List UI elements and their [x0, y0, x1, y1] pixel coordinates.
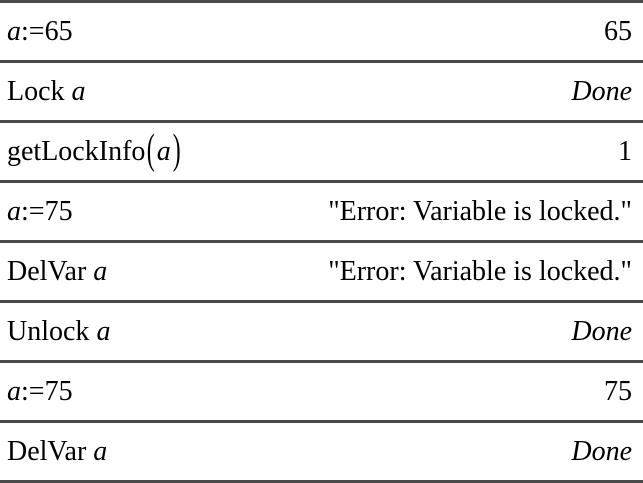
expression-segment: DelVar: [7, 255, 94, 287]
expression-segment: :=65: [21, 15, 73, 47]
history-row[interactable]: getLockInfo(a) 1: [0, 123, 643, 183]
history-row[interactable]: Lock a Done: [0, 63, 643, 123]
result-text: Done: [571, 435, 632, 467]
result-text: "Error: Variable is locked.": [328, 195, 632, 227]
history-row[interactable]: a:=65 65: [0, 3, 643, 63]
row-result-value[interactable]: 75: [604, 375, 632, 407]
expression-segment: :=75: [21, 195, 73, 227]
expression-segment: getLockInfo: [7, 135, 146, 167]
paren-glyph: (: [147, 126, 156, 173]
row-input-expression[interactable]: a:=75: [7, 195, 73, 227]
paren-glyph: ): [172, 126, 181, 173]
row-input-expression[interactable]: a:=65: [7, 15, 73, 47]
result-text: 65: [604, 15, 632, 47]
expression-segment: a: [7, 375, 21, 407]
row-result-value[interactable]: "Error: Variable is locked.": [328, 195, 632, 227]
history-row[interactable]: DelVar a "Error: Variable is locked.": [0, 243, 643, 303]
row-result-value[interactable]: Done: [571, 75, 632, 107]
expression-segment: a: [96, 315, 111, 347]
expression-segment: a: [93, 255, 108, 287]
result-text: Done: [571, 75, 632, 107]
result-text: Done: [571, 315, 632, 347]
row-result-value[interactable]: Done: [571, 435, 632, 467]
row-input-expression[interactable]: DelVar a: [7, 435, 108, 467]
expression-segment: :=75: [21, 375, 73, 407]
row-input-expression[interactable]: a:=75: [7, 375, 73, 407]
expression-segment: a: [7, 15, 21, 47]
row-input-expression[interactable]: Lock a: [7, 75, 86, 107]
row-input-expression[interactable]: Unlock a: [7, 315, 111, 347]
result-text: 1: [618, 135, 632, 167]
row-result-value[interactable]: "Error: Variable is locked.": [328, 255, 632, 287]
expression-segment: DelVar: [7, 435, 94, 467]
expression-segment: a: [71, 75, 86, 107]
expression-segment: a: [93, 435, 108, 467]
history-row[interactable]: DelVar a Done: [0, 423, 643, 483]
expression-segment: a: [7, 195, 21, 227]
history-row[interactable]: a:=75 "Error: Variable is locked.": [0, 183, 643, 243]
expression-segment: Unlock: [7, 315, 97, 347]
row-result-value[interactable]: Done: [571, 315, 632, 347]
history-row[interactable]: a:=75 75: [0, 363, 643, 423]
row-result-value[interactable]: 1: [618, 135, 632, 167]
row-input-expression[interactable]: getLockInfo(a): [7, 129, 182, 171]
result-text: "Error: Variable is locked.": [328, 255, 632, 287]
expression-segment: a: [156, 135, 171, 167]
expression-segment: Lock: [7, 75, 72, 107]
result-text: 75: [604, 375, 632, 407]
history-row[interactable]: Unlock a Done: [0, 303, 643, 363]
row-input-expression[interactable]: DelVar a: [7, 255, 108, 287]
row-result-value[interactable]: 65: [604, 15, 632, 47]
